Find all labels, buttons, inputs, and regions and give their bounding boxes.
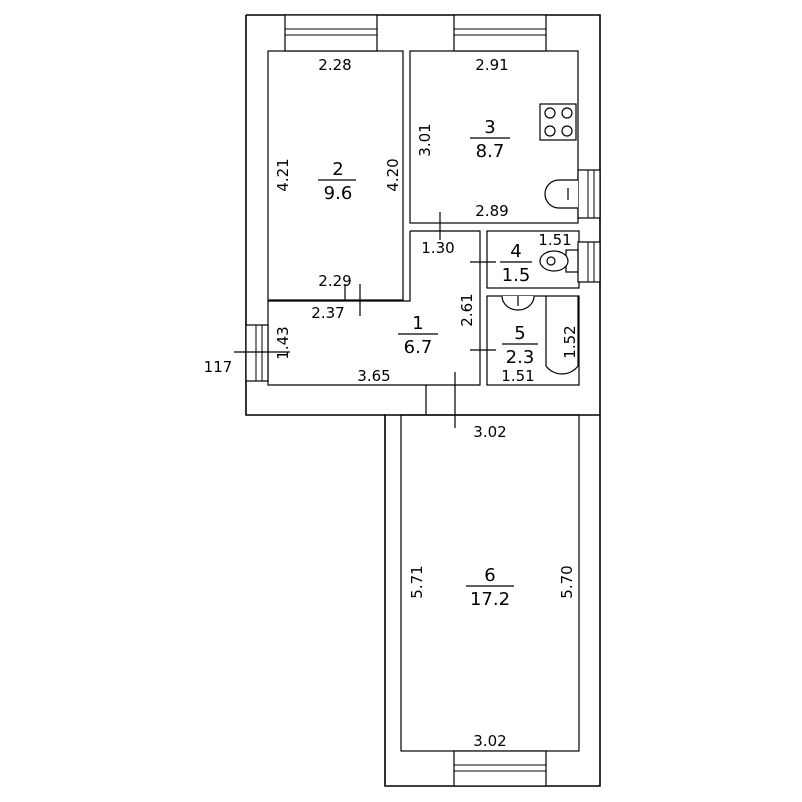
room-label-6: 6 17.2 bbox=[466, 565, 514, 610]
room-number: 3 bbox=[484, 117, 495, 138]
dimension-label: 4.21 bbox=[274, 158, 292, 191]
dimension-label: 5.70 bbox=[558, 565, 576, 598]
room-area: 2.3 bbox=[506, 347, 535, 368]
toilet-icon bbox=[539, 249, 579, 273]
outer-walls bbox=[245, 14, 601, 787]
room-number: 5 bbox=[514, 323, 525, 344]
room-area: 8.7 bbox=[476, 141, 505, 162]
door-marks bbox=[234, 212, 496, 428]
dimension-label: 117 bbox=[204, 358, 233, 376]
room-area: 9.6 bbox=[324, 183, 353, 204]
dimension-label: 2.61 bbox=[458, 293, 476, 326]
room-area: 1.5 bbox=[502, 265, 531, 286]
dimension-label: 1.51 bbox=[501, 367, 534, 385]
dimension-label: 5.71 bbox=[408, 565, 426, 598]
room-label-1: 1 6.7 bbox=[398, 313, 438, 358]
dimension-label: 2.28 bbox=[318, 56, 351, 74]
room-area: 6.7 bbox=[404, 337, 433, 358]
sink-icon bbox=[544, 179, 578, 209]
window-icon bbox=[577, 241, 601, 283]
room-area: 17.2 bbox=[470, 589, 510, 610]
room-label-5: 5 2.3 bbox=[502, 323, 538, 368]
dimension-label: 1.43 bbox=[274, 326, 292, 359]
bathtub-icon bbox=[545, 296, 579, 375]
washbasin-icon bbox=[501, 295, 535, 311]
dimension-label: 3.65 bbox=[357, 367, 390, 385]
dimension-label: 3.02 bbox=[473, 423, 506, 441]
stove-icon bbox=[539, 103, 577, 141]
window-icon bbox=[577, 169, 601, 219]
dimension-label: 2.29 bbox=[318, 272, 351, 290]
window-icon bbox=[245, 324, 269, 382]
dimension-labels: 2.28 2.29 2.91 2.89 1.30 1.51 2.37 3.65 … bbox=[204, 56, 579, 750]
window-icon bbox=[453, 14, 547, 52]
room-number: 2 bbox=[332, 159, 343, 180]
window-icon bbox=[284, 14, 378, 52]
dimension-label: 3.02 bbox=[473, 732, 506, 750]
room-label-2: 2 9.6 bbox=[318, 159, 356, 204]
dimension-label: 4.20 bbox=[384, 158, 402, 191]
dimension-label: 2.37 bbox=[311, 304, 344, 322]
corridor-outline bbox=[267, 230, 481, 386]
window-icons bbox=[245, 14, 601, 787]
dimension-label: 1.52 bbox=[561, 325, 579, 358]
room-label-4: 4 1.5 bbox=[500, 241, 532, 286]
window-icon bbox=[453, 750, 547, 787]
room-number: 6 bbox=[484, 565, 495, 586]
dimension-label: 2.91 bbox=[475, 56, 508, 74]
dimension-label: 1.51 bbox=[538, 231, 571, 249]
dimension-label: 3.01 bbox=[416, 123, 434, 156]
room-number: 1 bbox=[412, 313, 423, 334]
room-number: 4 bbox=[510, 241, 521, 262]
dimension-label: 1.30 bbox=[421, 239, 454, 257]
room-label-3: 3 8.7 bbox=[470, 117, 510, 162]
dimension-label: 2.89 bbox=[475, 202, 508, 220]
